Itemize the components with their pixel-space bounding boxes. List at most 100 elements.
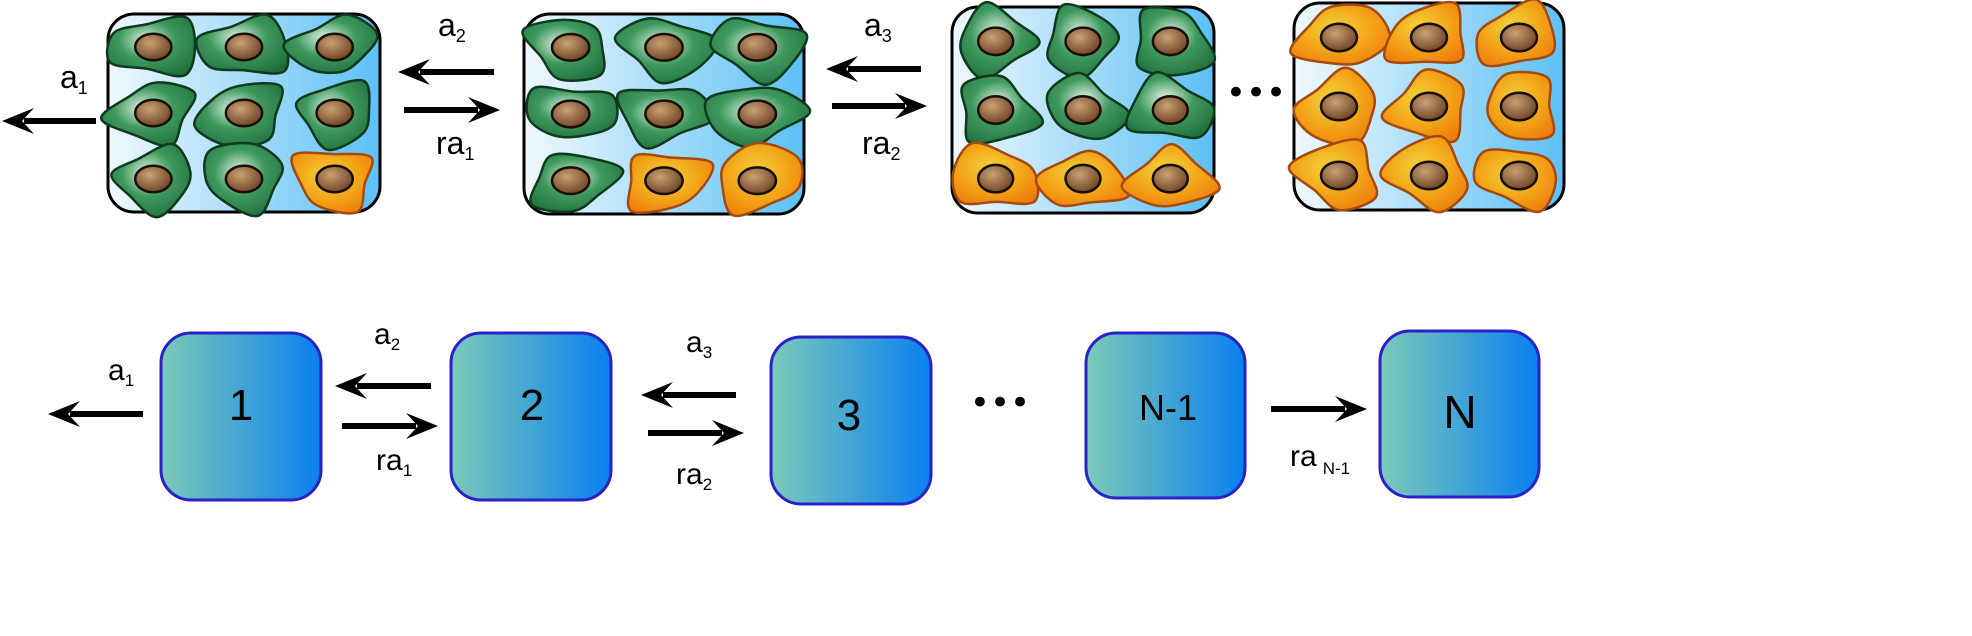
damaged-cell — [290, 151, 374, 215]
nucleus — [315, 32, 355, 62]
nucleus — [1319, 91, 1359, 122]
nucleus — [1409, 22, 1449, 53]
state-box-1: 1 — [159, 331, 323, 502]
state-label-n-minus-1: N-1 — [1139, 387, 1197, 428]
state-box-3: 3 — [769, 335, 933, 506]
nucleus — [550, 32, 591, 62]
nucleus — [1064, 95, 1102, 125]
nucleus — [1319, 160, 1359, 191]
rate-label-ra1-bottom: ra1 — [376, 444, 412, 480]
nucleus — [315, 164, 355, 194]
nucleus — [976, 95, 1015, 125]
damaged-cell — [1475, 0, 1557, 68]
healthy-cell — [615, 87, 716, 150]
nucleus — [1151, 163, 1190, 194]
healthy-cell — [1124, 71, 1216, 140]
rate-label-a2-top: a2 — [438, 7, 466, 46]
healthy-cell — [1135, 5, 1217, 77]
nucleus — [1499, 160, 1539, 191]
damaged-cell — [626, 152, 715, 215]
nucleus — [1151, 95, 1190, 125]
healthy-cell — [960, 74, 1044, 146]
healthy-cell — [203, 141, 284, 218]
arrow-a2-top — [398, 59, 494, 85]
cell-panel-2 — [521, 12, 812, 218]
nucleus — [976, 26, 1015, 57]
cell-panel-4 — [1287, 0, 1566, 214]
arrow-ra2-top — [832, 93, 927, 119]
nucleus — [133, 164, 173, 194]
damaged-cell — [1292, 66, 1377, 147]
healthy-cell — [529, 152, 625, 214]
state-label-n: N — [1443, 386, 1476, 438]
nucleus — [737, 166, 778, 196]
nucleus — [737, 32, 778, 62]
nucleus — [133, 32, 173, 62]
nucleus — [224, 164, 264, 194]
damaged-cell — [1289, 3, 1392, 66]
nucleus — [1064, 163, 1102, 194]
nucleus — [315, 98, 355, 128]
nucleus — [737, 99, 778, 129]
nucleus — [224, 98, 264, 128]
arrow-ra1-top — [404, 97, 500, 123]
rate-label-a1-top: a1 — [60, 59, 88, 98]
nucleus — [1499, 22, 1539, 53]
rate-label-a3-bottom: a3 — [686, 326, 712, 362]
state-box-n-minus-1: N-1 — [1084, 331, 1247, 500]
healthy-cell — [294, 78, 371, 152]
nucleus — [1151, 26, 1190, 57]
nucleus — [644, 99, 684, 129]
damaged-cell — [1380, 68, 1465, 144]
cell-panel-1 — [99, 12, 382, 219]
arrow-ra-n-minus-1-bottom — [1271, 396, 1367, 422]
damaged-cell — [1120, 142, 1221, 208]
healthy-cell — [521, 18, 606, 82]
healthy-cell — [282, 13, 379, 75]
rate-label-ra2-top: ra2 — [862, 125, 900, 164]
arrow-a1-top — [2, 108, 96, 134]
rate-label-a2-bottom: a2 — [374, 318, 400, 354]
nucleus — [1064, 26, 1102, 57]
nucleus — [550, 99, 591, 129]
damaged-cell — [1383, 0, 1465, 65]
damaged-cell — [1379, 134, 1469, 214]
healthy-cell — [703, 86, 812, 149]
healthy-cell — [709, 17, 809, 87]
rate-label-ra2-bottom: ra2 — [676, 458, 712, 494]
nucleus — [1409, 160, 1449, 191]
damaged-cell — [1486, 70, 1556, 141]
arrow-ra1-bottom — [342, 413, 438, 439]
nucleus — [1499, 91, 1539, 122]
healthy-cell — [105, 15, 197, 78]
damaged-cell — [720, 141, 804, 218]
healthy-cell — [1045, 71, 1132, 141]
nucleus — [976, 163, 1015, 194]
cell-panel-3 — [950, 0, 1221, 215]
nucleus — [644, 32, 684, 62]
healthy-cell — [959, 0, 1041, 81]
arrow-a3-bottom — [641, 382, 736, 408]
healthy-cell — [110, 142, 192, 219]
healthy-cell — [193, 81, 284, 149]
top-row-arrows — [2, 56, 927, 134]
rate-label-a3-top: a3 — [864, 7, 892, 46]
state-box-n: N — [1378, 329, 1541, 499]
healthy-cell — [525, 85, 619, 139]
bottom-row-arrows — [48, 373, 1367, 446]
top-row-ellipsis: ••• — [1226, 73, 1286, 113]
arrow-a1-bottom — [48, 401, 143, 427]
nucleus — [550, 166, 591, 196]
nucleus — [224, 32, 264, 62]
state-label-1: 1 — [229, 381, 253, 430]
rate-label-ra1-top: ra1 — [436, 125, 474, 164]
bottom-row-ellipsis: ••• — [970, 383, 1030, 423]
nucleus — [644, 166, 684, 196]
arrow-ra2-bottom — [648, 420, 744, 446]
rate-label-a1-bottom: a1 — [108, 354, 134, 390]
nucleus — [1409, 91, 1449, 122]
arrow-a2-bottom — [335, 373, 431, 399]
arrow-a3-top — [826, 56, 921, 82]
